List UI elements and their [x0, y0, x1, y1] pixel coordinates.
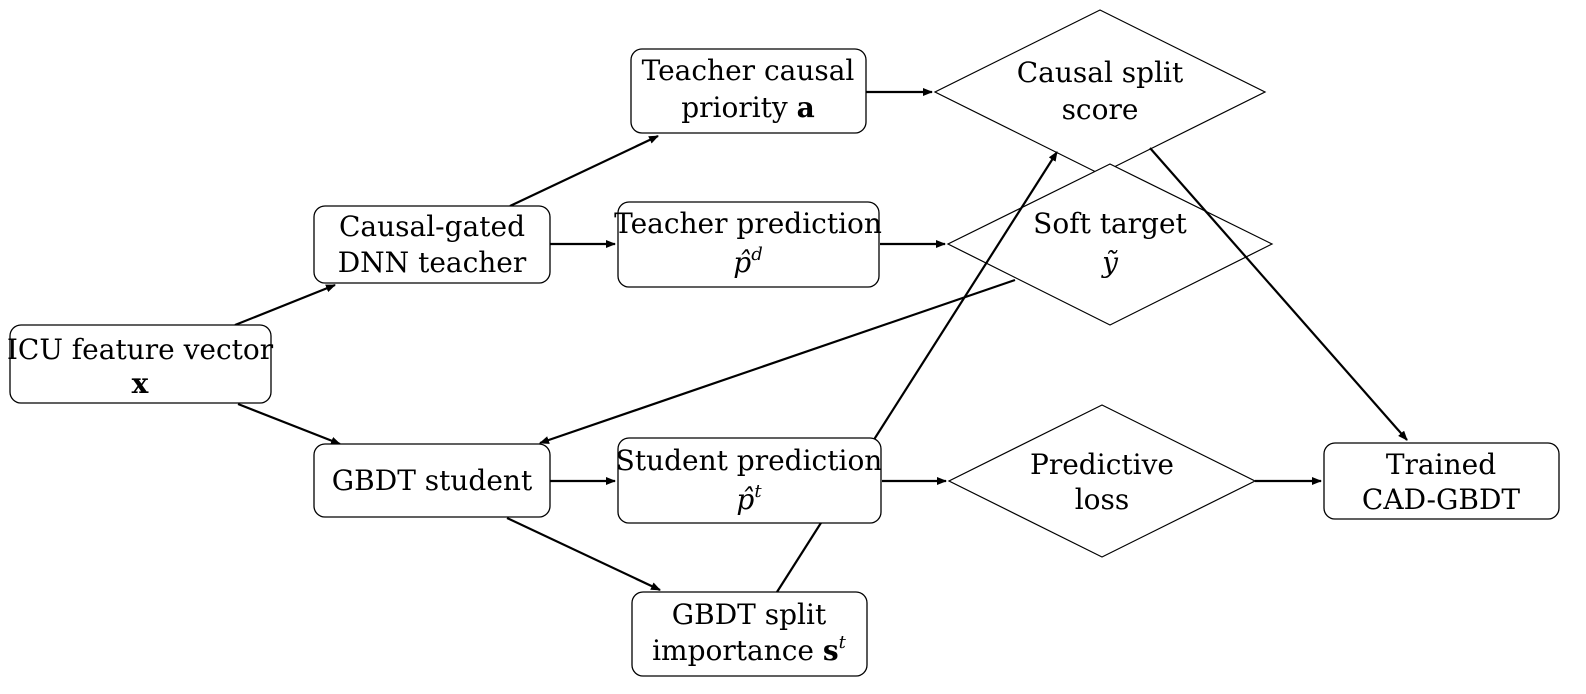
dnn-teacher-node: Causal-gated DNN teacher	[313, 205, 551, 284]
edge-teacher-to-priority	[509, 135, 659, 207]
soft-target-line2: ỹ	[1100, 246, 1119, 279]
edge-icu-to-teacher	[234, 283, 336, 327]
soft-target-line1: Soft target	[1033, 207, 1187, 240]
edges	[234, 88, 1408, 593]
teacher-prediction-node: Teacher prediction p̂d	[614, 201, 882, 288]
causal-priority-line1: Teacher causal	[642, 54, 855, 87]
causal-split-line2: score	[1062, 93, 1139, 126]
edge-soft-target-to-student	[539, 278, 1016, 445]
edge-student-to-split-importance	[506, 517, 661, 591]
dnn-teacher-line2: DNN teacher	[338, 246, 527, 279]
causal-split-node: Causal split score	[933, 9, 1267, 175]
student-prediction-node: Student prediction p̂t	[616, 437, 883, 524]
trained-line1: Trained	[1386, 448, 1496, 481]
gbdt-student-node: GBDT student	[313, 443, 551, 518]
dnn-teacher-line1: Causal-gated	[339, 210, 525, 243]
gbdt-student-line1: GBDT student	[332, 464, 533, 497]
icu-line2: x	[132, 367, 149, 400]
causal-priority-line2: priority a	[681, 91, 815, 124]
predictive-loss-line2: loss	[1075, 483, 1130, 516]
gbdt-split-importance-node: GBDT split importance st	[631, 591, 868, 677]
predictive-loss-node: Predictive loss	[947, 404, 1257, 558]
trained-line2: CAD-GBDT	[1362, 483, 1520, 516]
split-importance-line2: importance st	[652, 632, 847, 667]
teacher-causal-priority-node: Teacher causal priority a	[630, 48, 867, 134]
student-prediction-line2: p̂t	[736, 481, 762, 516]
student-prediction-line1: Student prediction	[616, 444, 883, 477]
teacher-prediction-line1: Teacher prediction	[614, 207, 882, 240]
soft-target-node: Soft target ỹ	[946, 163, 1274, 326]
predictive-loss-line1: Predictive	[1030, 448, 1174, 481]
icu-line1: ICU feature vector	[7, 333, 274, 366]
edge-icu-to-student	[237, 402, 341, 446]
causal-split-line1: Causal split	[1017, 56, 1184, 89]
split-importance-line1: GBDT split	[672, 598, 827, 631]
trained-cad-gbdt-node: Trained CAD-GBDT	[1323, 442, 1560, 520]
teacher-prediction-line2: p̂d	[733, 244, 762, 279]
icu-feature-vector-node: ICU feature vector x	[7, 324, 274, 404]
edge-split-score-to-trained	[1149, 147, 1408, 441]
